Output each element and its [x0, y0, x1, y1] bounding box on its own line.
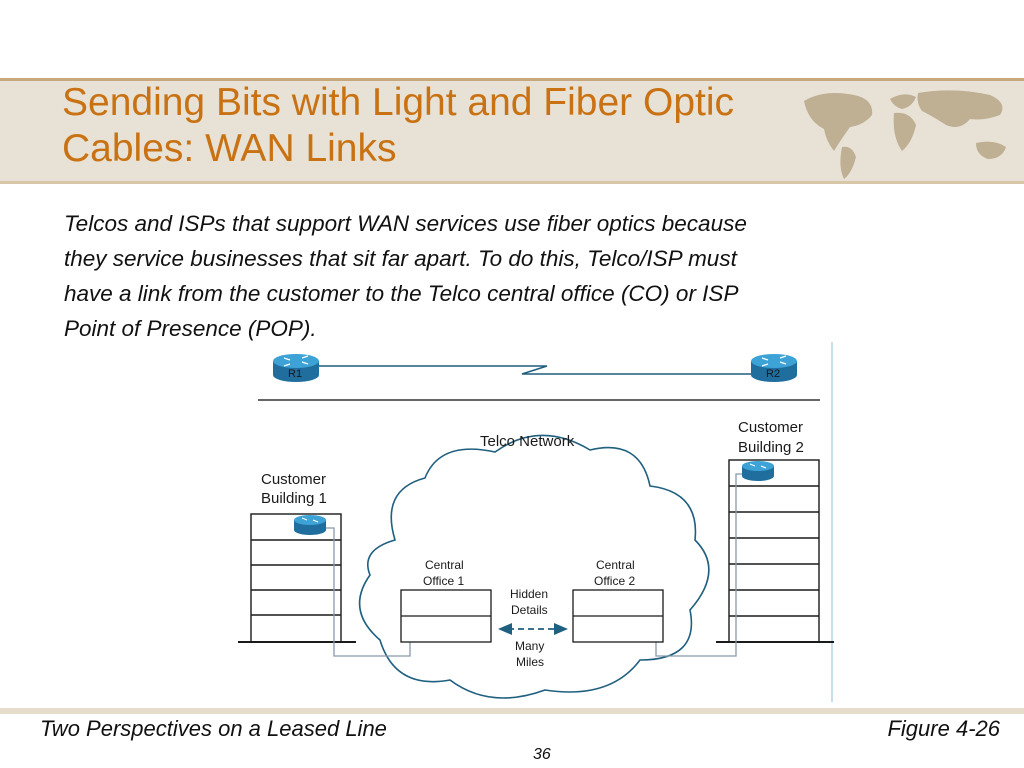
- central-office-2: [572, 589, 664, 643]
- router-r2-label: R2: [766, 368, 780, 380]
- many-miles-arrow: [498, 623, 568, 635]
- hidden-details-label: Hidden: [510, 587, 548, 601]
- central-office-1-label: Central: [425, 558, 464, 572]
- body-text-line: Telcos and ISPs that support WAN service…: [64, 211, 747, 236]
- body-text-line: Point of Presence (POP).: [64, 316, 317, 341]
- central-office-2-label: Central: [596, 558, 635, 572]
- page-number: 36: [533, 746, 551, 763]
- body-text-line: they service businesses that sit far apa…: [64, 246, 737, 271]
- central-office-1: [400, 589, 492, 643]
- slide-title-line: Sending Bits with Light and Fiber Optic: [62, 81, 735, 124]
- title-band: [0, 78, 1024, 184]
- customer-building-1: [238, 513, 356, 643]
- router-r2-icon: [751, 354, 797, 382]
- hidden-details-label: Details: [511, 603, 548, 617]
- figure-caption: Two Perspectives on a Leased Line: [40, 716, 387, 741]
- building-2-local-loop: [655, 473, 742, 657]
- many-miles-label: Many: [515, 639, 544, 653]
- world-map-graphic: [804, 90, 1006, 179]
- slide-title-line: Cables: WAN Links: [62, 127, 397, 170]
- slide-title: Sending Bits with Light and Fiber Optic …: [62, 80, 882, 172]
- central-office-1-label: Office 1: [423, 574, 464, 588]
- building-2-router-icon: [742, 461, 774, 481]
- body-text: Telcos and ISPs that support WAN service…: [64, 206, 964, 346]
- telco-network-label: Telco Network: [480, 433, 575, 450]
- customer-building-2: [716, 459, 834, 643]
- router-r1-label: R1: [288, 368, 302, 380]
- central-office-2-label: Office 2: [594, 574, 635, 588]
- customer-building-2-label: Building 2: [738, 439, 804, 456]
- footer-band: [0, 708, 1024, 768]
- customer-building-2-label: Customer: [738, 419, 803, 436]
- building-1-router-icon: [294, 515, 326, 535]
- building-1-local-loop: [326, 527, 411, 657]
- customer-building-1-label: Customer: [261, 471, 326, 488]
- many-miles-label: Miles: [516, 655, 544, 669]
- figure-number: Figure 4-26: [887, 716, 1000, 741]
- router-r1-icon: [273, 354, 319, 382]
- body-text-line: have a link from the customer to the Tel…: [64, 281, 739, 306]
- leased-line-link: [318, 365, 752, 375]
- customer-building-1-label: Building 1: [261, 490, 327, 507]
